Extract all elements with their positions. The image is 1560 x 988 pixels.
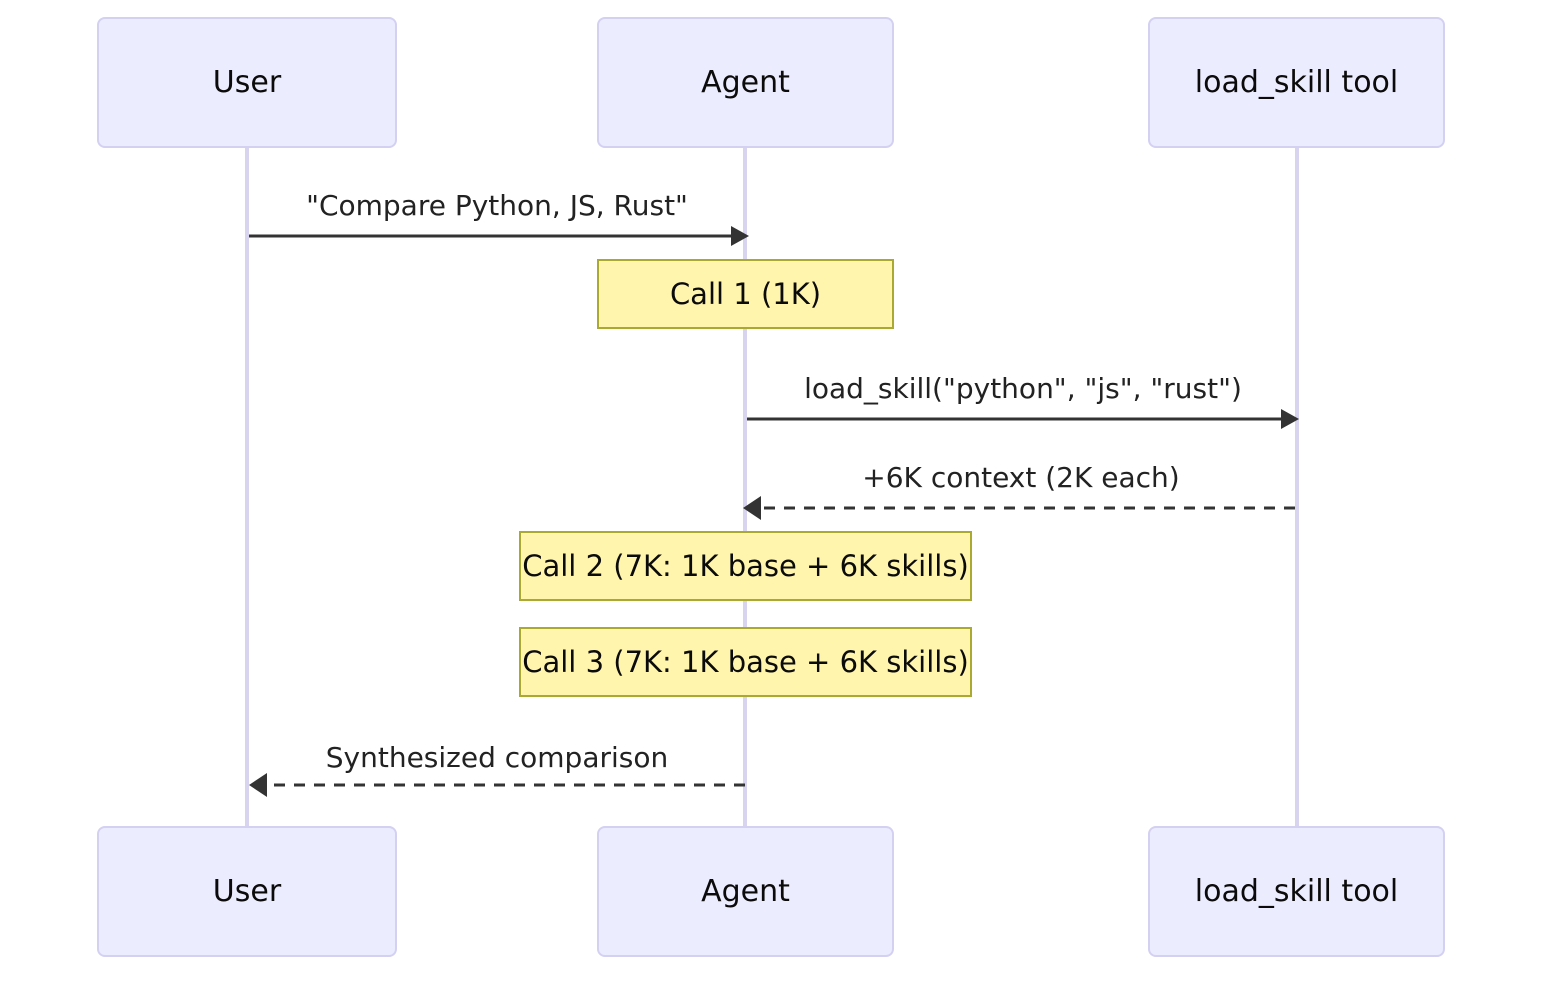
message-label-load-skill: load_skill("python", "js", "rust") bbox=[804, 372, 1242, 405]
note-call-3-label: Call 3 (7K: 1K base + 6K skills) bbox=[522, 645, 969, 679]
message-arrow-synthesized bbox=[249, 773, 745, 797]
participant-label-user-bottom: User bbox=[212, 874, 282, 909]
note-call-1-label: Call 1 (1K) bbox=[669, 277, 822, 311]
message-label-compare: "Compare Python, JS, Rust" bbox=[306, 189, 688, 222]
note-call-1[interactable]: Call 1 (1K) bbox=[597, 259, 894, 329]
note-call-2-label: Call 2 (7K: 1K base + 6K skills) bbox=[522, 549, 969, 583]
participant-box-load-skill-tool-top[interactable]: load_skill tool bbox=[1148, 17, 1445, 148]
message-arrow-compare bbox=[249, 226, 749, 246]
participant-label-load-skill-tool-bottom: load_skill tool bbox=[1194, 874, 1399, 909]
participant-label-agent-bottom: Agent bbox=[701, 874, 790, 909]
message-label-synthesized: Synthesized comparison bbox=[325, 741, 669, 774]
participant-box-user-bottom[interactable]: User bbox=[97, 826, 397, 957]
note-call-3[interactable]: Call 3 (7K: 1K base + 6K skills) bbox=[519, 627, 972, 697]
note-call-2[interactable]: Call 2 (7K: 1K base + 6K skills) bbox=[519, 531, 972, 601]
participant-box-user-top[interactable]: User bbox=[97, 17, 397, 148]
participant-label-user-top: User bbox=[212, 65, 282, 100]
message-arrow-load-skill bbox=[747, 409, 1299, 429]
participant-label-load-skill-tool-top: load_skill tool bbox=[1194, 65, 1399, 100]
participant-box-load-skill-tool-bottom[interactable]: load_skill tool bbox=[1148, 826, 1445, 957]
message-label-context-return: +6K context (2K each) bbox=[862, 461, 1180, 494]
participant-box-agent-bottom[interactable]: Agent bbox=[597, 826, 894, 957]
participant-box-agent-top[interactable]: Agent bbox=[597, 17, 894, 148]
message-arrow-context-return bbox=[743, 496, 1295, 520]
participant-label-agent-top: Agent bbox=[701, 65, 790, 100]
